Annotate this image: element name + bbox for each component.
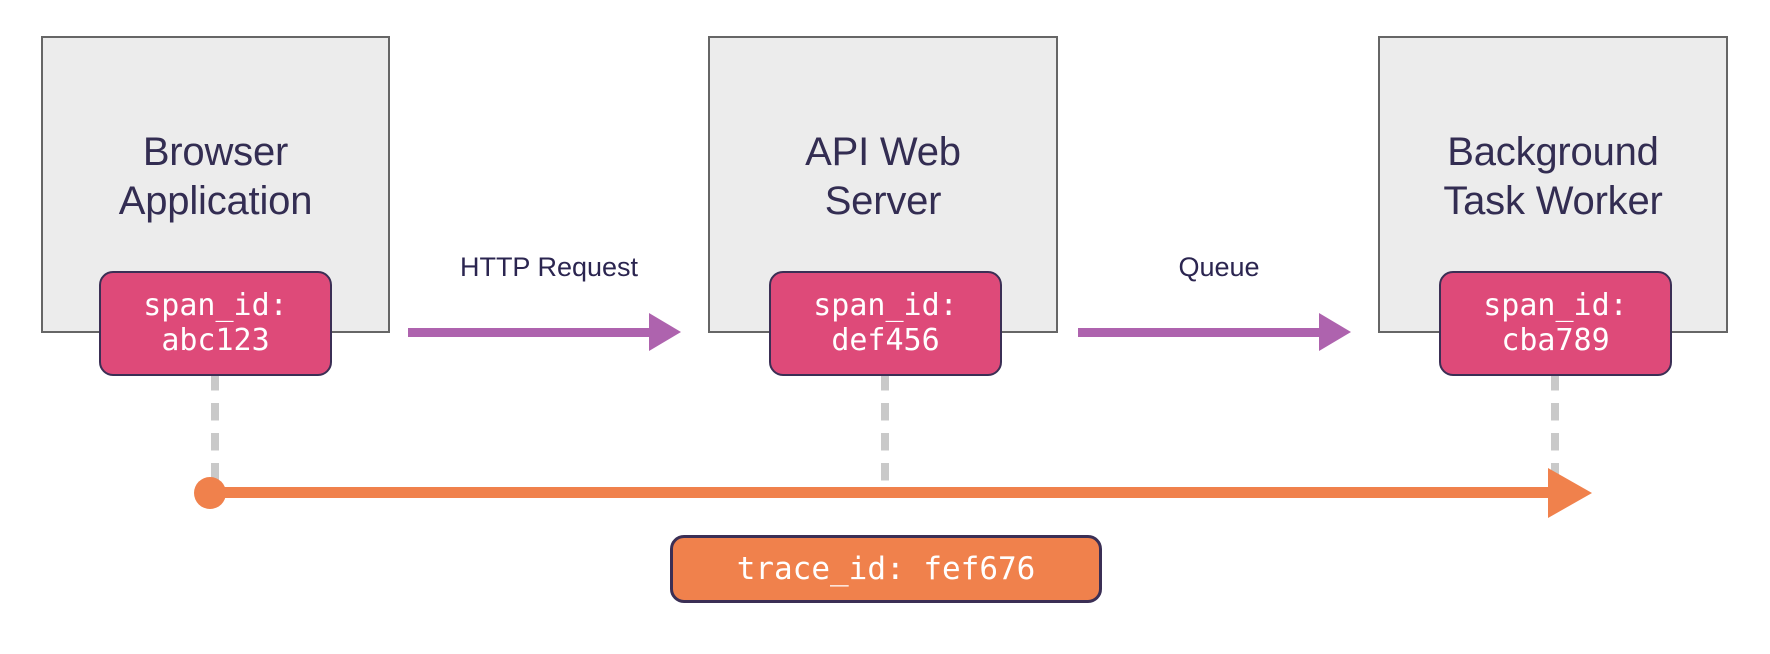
node-title: Browser Application — [118, 129, 313, 223]
span-badge-api[interactable]: span_id: def456 — [769, 271, 1002, 376]
node-title: Background Task Worker — [1443, 129, 1663, 223]
dashed-connector-api — [881, 338, 889, 498]
node-title: API Web Server — [805, 129, 961, 223]
dashed-connector-worker — [1551, 338, 1559, 498]
edge-label-http-request: HTTP Request — [459, 252, 639, 282]
trace-id-badge[interactable]: trace_id: fef676 — [670, 535, 1102, 603]
edge-arrow-head-http — [649, 313, 681, 351]
edge-label-queue: Queue — [1178, 252, 1260, 282]
dashed-connector-browser — [211, 338, 219, 498]
edge-arrow-head-queue — [1319, 313, 1351, 351]
trace-timeline-line — [205, 487, 1550, 498]
span-badge-browser[interactable]: span_id: abc123 — [99, 271, 332, 376]
trace-arrow-head-icon — [1548, 468, 1592, 518]
edge-arrow-line-queue — [1078, 328, 1319, 337]
edge-arrow-line-http — [408, 328, 649, 337]
trace-start-dot-icon — [194, 477, 226, 509]
span-badge-worker[interactable]: span_id: cba789 — [1439, 271, 1672, 376]
